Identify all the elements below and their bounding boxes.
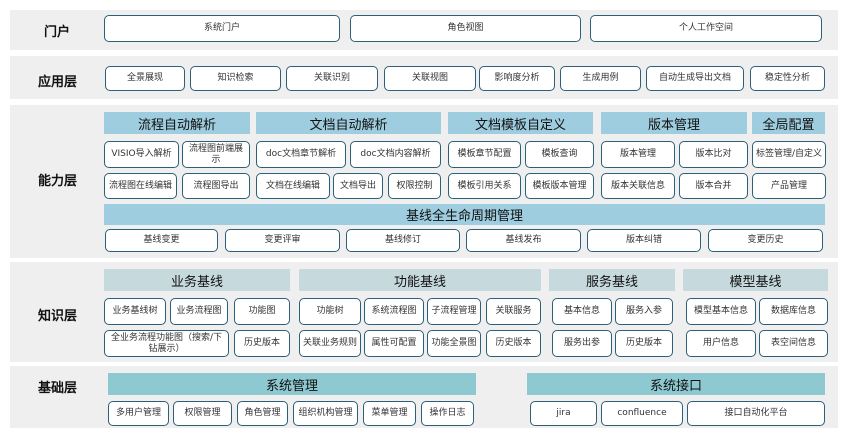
knowledge-item-button[interactable]: 关联服务 — [486, 298, 541, 325]
knowledge-item-button[interactable]: 表空间信息 — [759, 330, 828, 357]
baseline-item-button[interactable]: 变更评审 — [225, 229, 340, 252]
knowledge-item-button[interactable]: 历史版本 — [486, 330, 541, 357]
capability-item-button[interactable]: 流程图在线编辑 — [104, 173, 177, 199]
capability-item-button[interactable]: 标签管理/自定义 — [752, 141, 826, 168]
capability-item-button[interactable]: 模板版本管理 — [525, 173, 594, 199]
capability-group-header: 版本管理 — [601, 112, 747, 134]
foundation-item-button[interactable]: 菜单管理 — [363, 401, 416, 426]
knowledge-item-button[interactable]: 业务流程图 — [170, 298, 228, 325]
application-item-button[interactable]: 全景展现 — [105, 66, 185, 91]
knowledge-label: 知识层 — [38, 309, 78, 324]
capability-item-button[interactable]: 模板查询 — [525, 141, 594, 168]
capability-item-button[interactable]: doc文档章节解析 — [256, 141, 346, 168]
foundation-item-button[interactable]: 操作日志 — [421, 401, 474, 426]
portal-item-button[interactable]: 个人工作空间 — [590, 15, 822, 42]
application-item-button[interactable]: 生成用例 — [560, 66, 641, 91]
capability-item-button[interactable]: 模板引用关系 — [448, 173, 521, 199]
foundation-item-button[interactable]: 组织机构管理 — [293, 401, 358, 426]
foundation-item-button[interactable]: 权限管理 — [173, 401, 232, 426]
capability-item-button[interactable]: 权限控制 — [388, 173, 441, 199]
knowledge-item-button[interactable]: 功能全景图 — [427, 330, 481, 357]
knowledge-item-button[interactable]: 用户信息 — [686, 330, 756, 357]
baseline-item-button[interactable]: 变更历史 — [708, 229, 823, 252]
knowledge-item-button[interactable]: 全业务流程功能图（搜索/下钻展示） — [104, 330, 229, 357]
knowledge-item-button[interactable]: 模型基本信息 — [686, 298, 756, 325]
application-item-button[interactable]: 影响度分析 — [479, 66, 555, 91]
application-item-button[interactable]: 自动生成导出文档 — [646, 66, 744, 91]
foundation-item-button[interactable]: 多用户管理 — [108, 401, 169, 426]
capability-item-button[interactable]: 版本管理 — [601, 141, 675, 168]
capability-item-button[interactable]: 模板章节配置 — [448, 141, 521, 168]
capability-item-button[interactable]: VISIO导入解析 — [104, 141, 179, 168]
knowledge-item-button[interactable]: 业务基线树 — [104, 298, 166, 325]
application-item-button[interactable]: 稳定性分析 — [750, 66, 825, 91]
capability-item-button[interactable]: 流程图导出 — [182, 173, 250, 199]
knowledge-item-button[interactable]: 服务入参 — [615, 298, 673, 325]
foundation-item-button[interactable]: confluence — [601, 401, 683, 426]
capability-group-header: 流程自动解析 — [104, 112, 250, 134]
capability-item-button[interactable]: 文档导出 — [333, 173, 383, 199]
application-item-button[interactable]: 知识检索 — [190, 66, 281, 91]
knowledge-item-button[interactable]: 系统流程图 — [364, 298, 424, 325]
knowledge-item-button[interactable]: 子流程管理 — [427, 298, 481, 325]
capability-item-button[interactable]: 版本合并 — [679, 173, 748, 199]
knowledge-item-button[interactable]: 功能树 — [299, 298, 361, 325]
capability-item-button[interactable]: 版本关联信息 — [601, 173, 675, 199]
capability-item-button[interactable]: doc文档内容解析 — [350, 141, 441, 168]
knowledge-group-header: 业务基线 — [104, 269, 290, 291]
application-item-button[interactable]: 关联识别 — [286, 66, 378, 91]
knowledge-item-button[interactable]: 关联业务规则 — [299, 330, 361, 357]
portal-item-button[interactable]: 角色视图 — [350, 15, 581, 42]
knowledge-item-button[interactable]: 服务出参 — [552, 330, 612, 357]
capability-label: 能力层 — [38, 174, 78, 189]
baseline-lifecycle-header: 基线全生命周期管理 — [104, 204, 825, 225]
capability-group-header: 全局配置 — [752, 112, 825, 134]
portal-label: 门户 — [44, 25, 71, 40]
portal-item-button[interactable]: 系统门户 — [104, 15, 340, 42]
capability-item-button[interactable]: 产品管理 — [752, 173, 826, 199]
capability-group-header: 文档自动解析 — [256, 112, 441, 134]
knowledge-group-header: 功能基线 — [299, 269, 541, 291]
application-item-button[interactable]: 关联视图 — [384, 66, 476, 91]
baseline-item-button[interactable]: 基线变更 — [105, 229, 218, 252]
knowledge-item-button[interactable]: 历史版本 — [234, 330, 290, 357]
foundation-item-button[interactable]: jira — [530, 401, 597, 426]
application-label: 应用层 — [38, 75, 78, 90]
foundation-item-button[interactable]: 接口自动化平台 — [687, 401, 825, 426]
capability-item-button[interactable]: 文档在线编辑 — [256, 173, 330, 199]
baseline-item-button[interactable]: 基线修订 — [346, 229, 460, 252]
knowledge-item-button[interactable]: 属性可配置 — [364, 330, 424, 357]
knowledge-item-button[interactable]: 数据库信息 — [759, 298, 828, 325]
foundation-label: 基础层 — [38, 381, 78, 396]
foundation-group-header: 系统接口 — [527, 373, 825, 395]
knowledge-group-header: 服务基线 — [549, 269, 675, 291]
capability-item-button[interactable]: 版本比对 — [679, 141, 748, 168]
knowledge-item-button[interactable]: 功能图 — [234, 298, 290, 325]
knowledge-item-button[interactable]: 历史版本 — [615, 330, 673, 357]
knowledge-item-button[interactable]: 基本信息 — [552, 298, 612, 325]
foundation-item-button[interactable]: 角色管理 — [237, 401, 288, 426]
baseline-item-button[interactable]: 版本纠错 — [587, 229, 701, 252]
knowledge-group-header: 模型基线 — [683, 269, 828, 291]
foundation-group-header: 系统管理 — [108, 373, 476, 395]
baseline-item-button[interactable]: 基线发布 — [466, 229, 581, 252]
capability-item-button[interactable]: 流程图前端展示 — [182, 141, 250, 168]
capability-group-header: 文档模板自定义 — [448, 112, 593, 134]
